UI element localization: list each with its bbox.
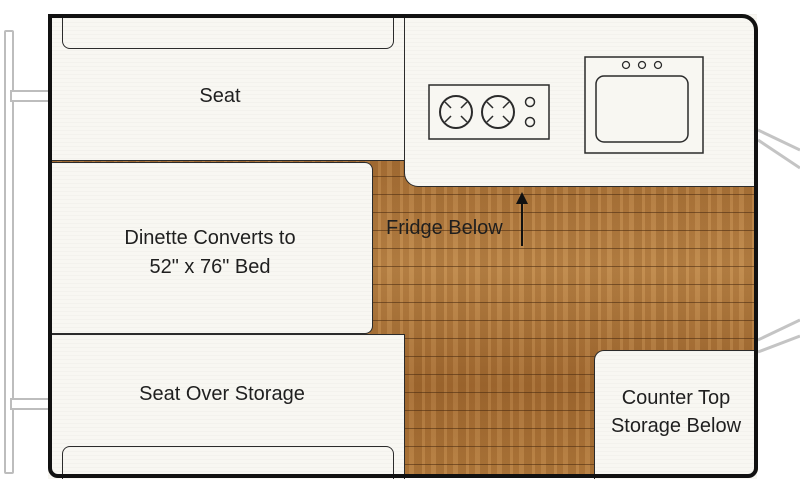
stovetop-icon <box>428 84 550 140</box>
counter-label-line1: Counter Top <box>621 387 731 409</box>
seat-over-storage-label: Seat Over Storage <box>139 383 305 405</box>
tongue-frame-left-rail <box>4 30 14 474</box>
arrow-up-icon <box>516 192 528 246</box>
sink-icon <box>584 56 704 154</box>
seat-top-label: Seat <box>199 85 241 107</box>
counter-top-storage <box>594 350 757 479</box>
tongue-frame-upper-bar <box>10 90 52 102</box>
seat-bottom-back-cushion <box>62 446 394 479</box>
seat-top-back-cushion <box>62 14 394 49</box>
right-frame-lines <box>757 128 800 354</box>
dinette-label-line2: 52" x 76" Bed <box>149 256 271 278</box>
counter-label-line2: Storage Below <box>610 415 742 437</box>
dinette <box>48 162 373 334</box>
tongue-frame-lower-bar <box>10 398 52 410</box>
fridge-label: Fridge Below <box>386 217 503 239</box>
dinette-label-line1: Dinette Converts to <box>124 227 296 249</box>
